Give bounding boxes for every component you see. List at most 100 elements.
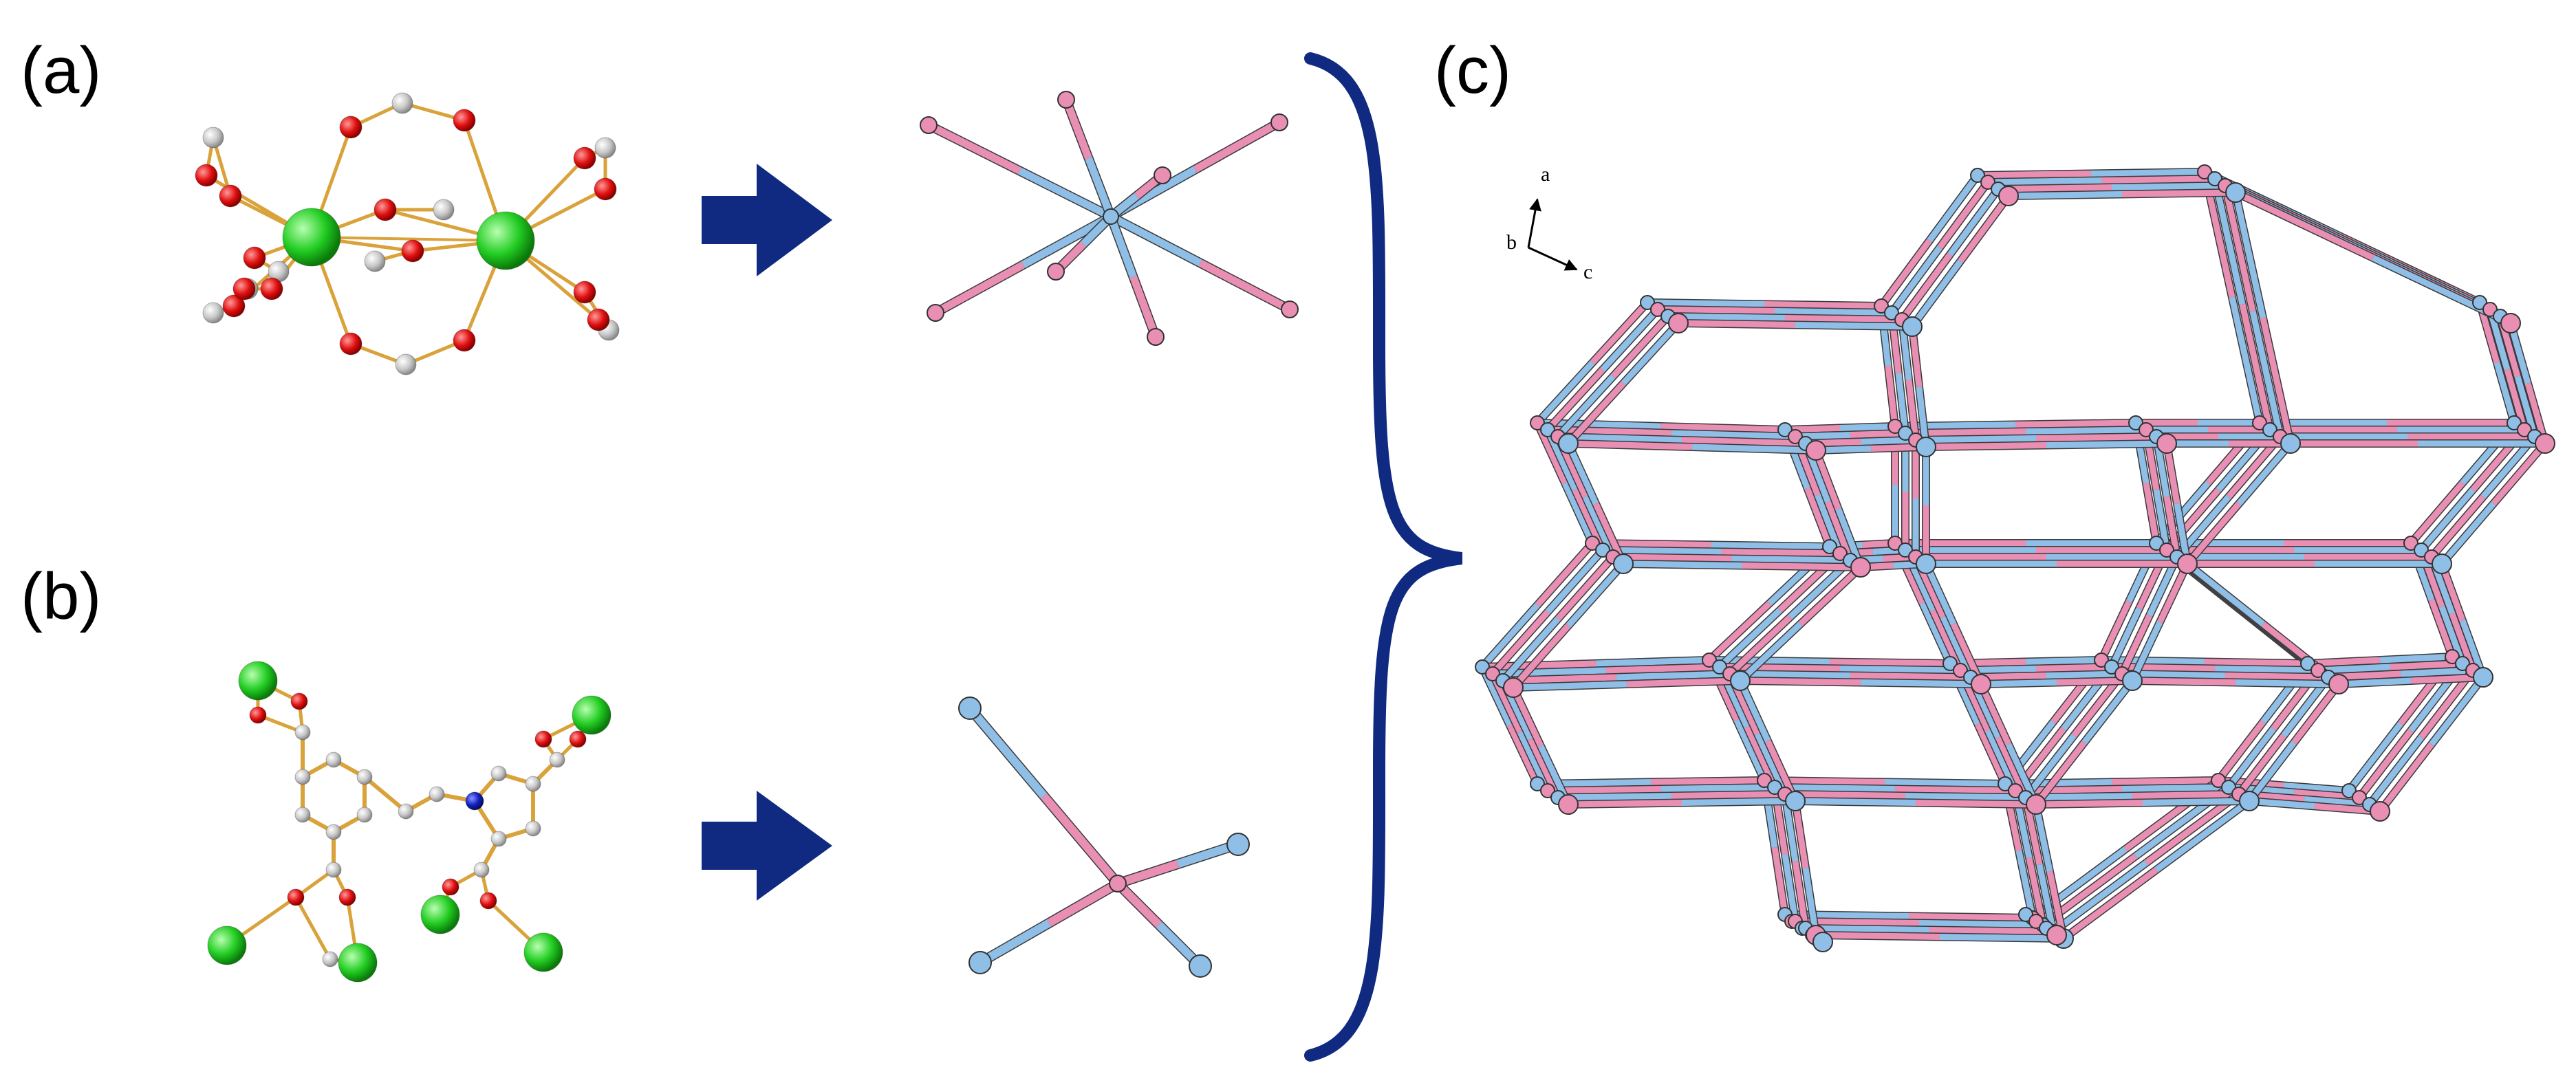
- edge-half: [2025, 657, 2102, 665]
- network-node: [1785, 791, 1806, 811]
- right-arrow-icon: [702, 164, 832, 276]
- network-node: [1730, 670, 1751, 691]
- edge-half: [1740, 677, 1861, 686]
- edge-half: [2317, 664, 2391, 674]
- network-node: [2122, 670, 2143, 691]
- network-node: [1702, 653, 1717, 668]
- edge-half: [1918, 920, 2044, 928]
- carbon-atom: [325, 752, 342, 768]
- network-node: [2149, 536, 2164, 551]
- edge-half: [1650, 777, 1765, 785]
- network-node: [1530, 415, 1545, 430]
- network-node: [1898, 542, 1913, 558]
- edge-half: [1129, 275, 1160, 338]
- edge-half: [1109, 213, 1202, 267]
- edge-half: [1707, 601, 1772, 663]
- network-framework: [1475, 164, 2555, 952]
- network-node: [2159, 542, 2174, 558]
- network-node: [1832, 546, 1848, 561]
- edge-half: [1764, 301, 1882, 309]
- edge-half: [2408, 481, 2465, 545]
- edge-half: [2367, 735, 2424, 807]
- edge-half: [1621, 320, 1681, 386]
- network-node: [1281, 300, 1299, 318]
- edge-half: [2524, 382, 2548, 445]
- network-node: [1595, 542, 1610, 558]
- network-node: [2104, 659, 2119, 675]
- edge-half: [2142, 798, 2250, 806]
- edge-half: [2234, 189, 2374, 261]
- edge-half: [2119, 614, 2153, 675]
- edge-half: [2235, 679, 2339, 688]
- edge-half: [1815, 932, 1940, 940]
- edge-half: [1610, 314, 1671, 379]
- network-node: [1226, 833, 1250, 856]
- oxygen-atom: [573, 146, 596, 170]
- edge-half: [2090, 168, 2205, 177]
- edge-half: [1545, 548, 1605, 614]
- edge-half: [2101, 175, 2216, 184]
- edge-half: [1547, 786, 1662, 794]
- edge-half: [1998, 184, 2112, 193]
- carbon-atom: [356, 769, 373, 785]
- network-node: [1953, 663, 1968, 678]
- edge-half: [1839, 666, 1961, 674]
- edge-half: [1566, 381, 1626, 446]
- edge-half: [2111, 777, 2219, 785]
- network-node: [2026, 794, 2046, 815]
- metal-atom: [572, 695, 611, 735]
- network-node: [2028, 914, 2044, 929]
- edge-half: [2015, 850, 2036, 919]
- oxygen-atom: [401, 239, 424, 263]
- network-node: [2018, 907, 2033, 922]
- edge-half: [2026, 857, 2046, 925]
- edge-half: [2154, 798, 2251, 873]
- edge-half: [2307, 657, 2381, 667]
- edge-half: [1978, 683, 2012, 746]
- edge-half: [2338, 677, 2412, 688]
- oxygen-atom: [249, 706, 267, 724]
- network-node: [2341, 783, 2357, 798]
- edge-half: [1727, 615, 1793, 677]
- network-node: [1613, 554, 1634, 574]
- edge-half: [1660, 784, 1775, 792]
- network-node: [1475, 659, 1490, 675]
- edge-half: [2132, 791, 2240, 799]
- edge-half: [1671, 791, 1786, 799]
- edge-half: [1894, 786, 2016, 794]
- edge-half: [2033, 804, 2053, 873]
- oxygen-atom: [569, 730, 587, 748]
- edge-half: [1511, 624, 1571, 690]
- network-node: [2207, 171, 2222, 186]
- edge-half: [2429, 675, 2486, 747]
- edge-half: [2226, 727, 2276, 789]
- edge-half: [978, 919, 1051, 967]
- edge-half: [1774, 784, 1896, 792]
- carbon-atom: [433, 199, 455, 221]
- edge-half: [1557, 793, 1672, 801]
- edge-half: [1829, 659, 1951, 667]
- network-node: [927, 304, 944, 322]
- edge-half: [1085, 157, 1115, 218]
- edge-half: [1923, 562, 1957, 626]
- edge-half: [1925, 442, 2047, 450]
- edge-half: [2108, 607, 2143, 668]
- edge-half: [1850, 672, 1971, 681]
- edge-half: [1805, 925, 1930, 933]
- edge-half: [1711, 542, 1830, 550]
- edge-half: [2129, 621, 2163, 682]
- edge-half: [1795, 798, 1916, 806]
- edge-half: [2036, 864, 2057, 932]
- oxygen-atom: [195, 164, 218, 187]
- edge-half: [1915, 800, 2037, 808]
- network-node: [2300, 656, 2315, 671]
- edge-half: [1681, 798, 1796, 806]
- edge-half: [2236, 734, 2286, 796]
- network-node: [2197, 164, 2212, 179]
- carbon-atom: [490, 765, 507, 782]
- edge-half: [1905, 793, 2026, 801]
- edge-half: [1513, 681, 1627, 691]
- edge-half: [1590, 300, 1650, 365]
- network-node: [2455, 656, 2470, 671]
